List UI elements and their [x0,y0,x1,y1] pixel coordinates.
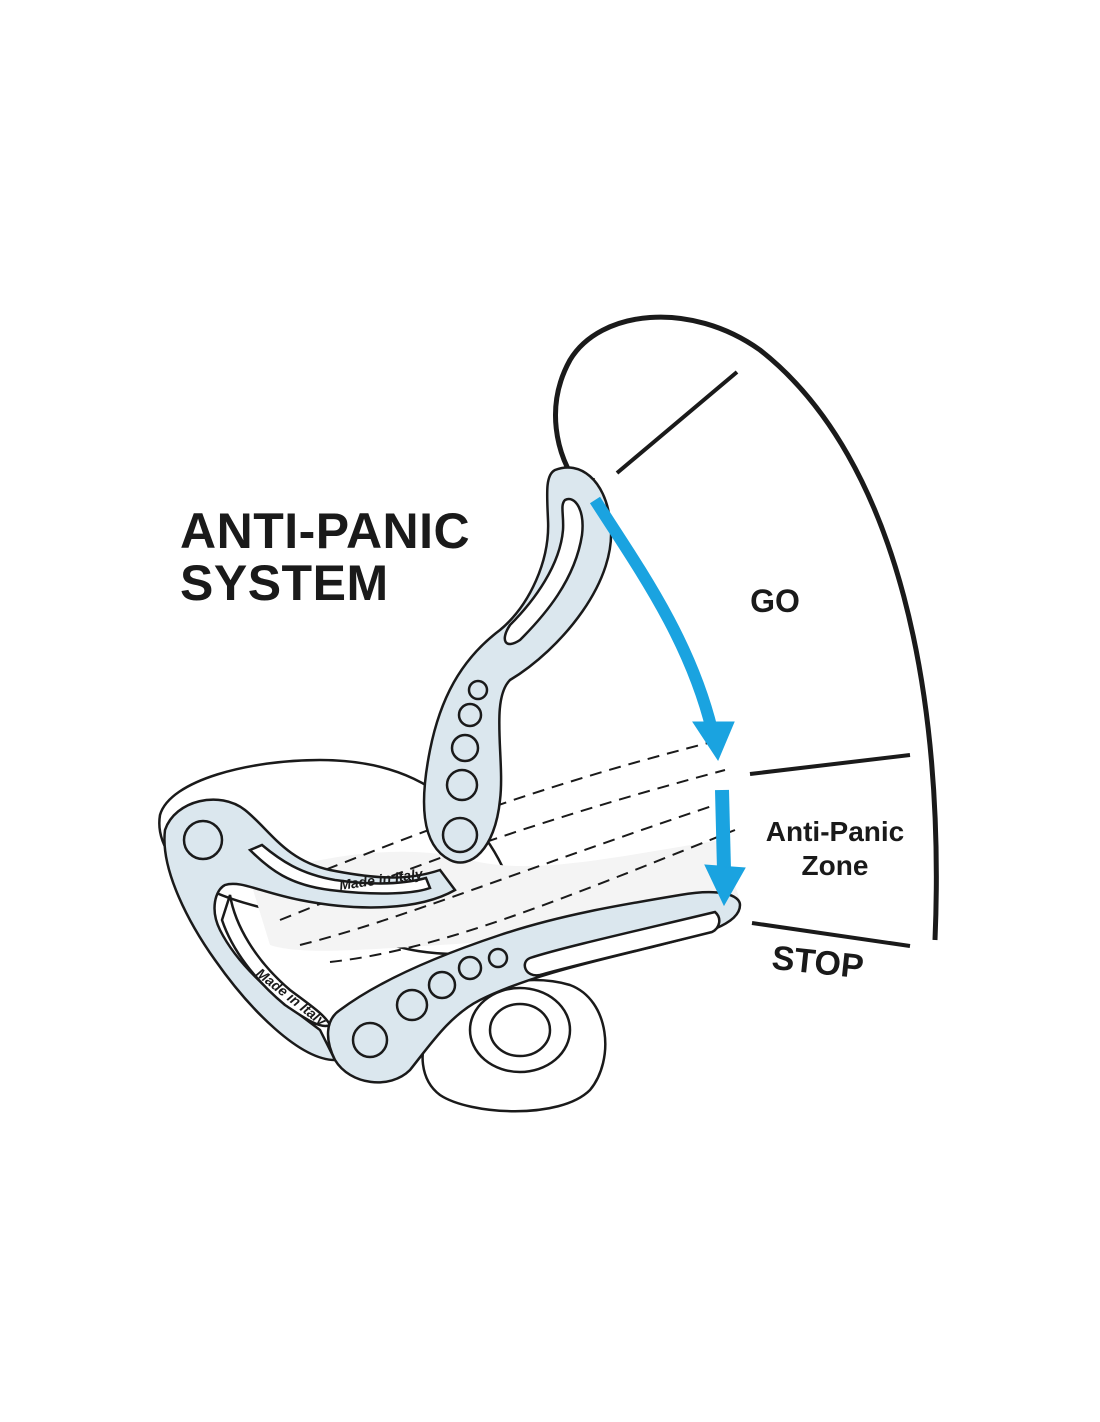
title-line-2: SYSTEM [180,555,389,611]
blue-arrows [589,496,746,907]
diagram-title: ANTI-PANIC SYSTEM [180,505,470,609]
zone-arrowhead-icon [704,864,746,907]
zone-dividers [615,370,911,948]
anti-panic-zone-label: Anti-Panic Zone [740,815,930,883]
zone-line-2: Zone [801,850,869,881]
go-arrowhead-icon [692,721,735,762]
zone-line-1: Anti-Panic [765,816,905,847]
lower-lever [326,891,742,1084]
side-plate [163,798,457,1062]
rope-loop [553,314,939,941]
go-label: GO [750,583,800,619]
title-line-1: ANTI-PANIC [180,503,471,559]
handle-lever [422,466,613,864]
